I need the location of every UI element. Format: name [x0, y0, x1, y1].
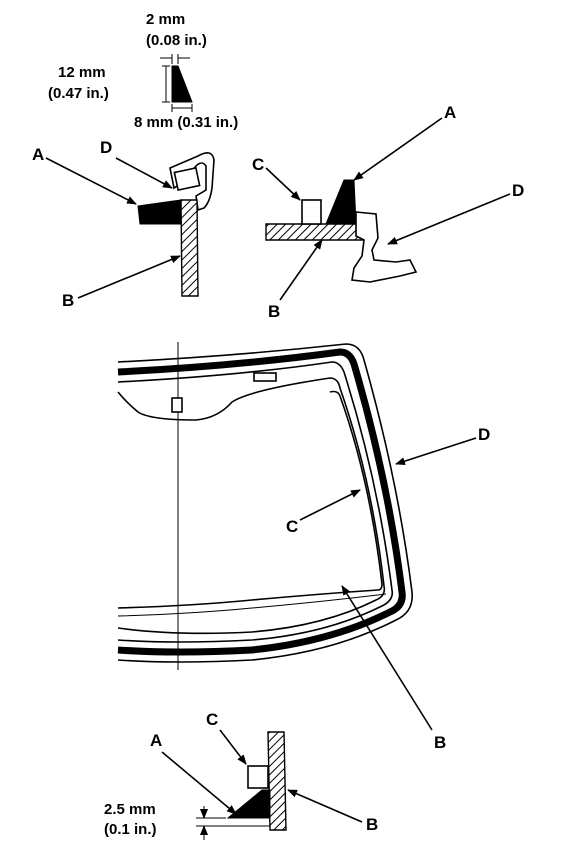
section-view-left: A D B	[32, 138, 215, 310]
dam-a-left	[137, 199, 182, 225]
windshield-main-view: D C B	[117, 342, 490, 752]
dam-dimension-detail: 2 mm (0.08 in.) 12 mm (0.47 in.) 8 mm (0…	[48, 11, 238, 131]
molding-d-right	[351, 211, 418, 283]
label-d: D	[478, 425, 490, 444]
dam-a-bottom	[226, 789, 271, 819]
label-a: A	[150, 731, 162, 750]
glass-b-bottom	[267, 731, 287, 831]
label-c: C	[286, 517, 298, 536]
gap-mm-label: 2.5 mm	[104, 801, 156, 818]
height-mm-label: 12 mm	[58, 64, 106, 81]
molding-d-left	[169, 152, 215, 212]
section-view-bottom: 2.5 mm (0.1 in.) C A B	[104, 710, 378, 840]
spacer-c-right	[301, 199, 322, 225]
dam-c-line	[117, 390, 383, 609]
label-c: C	[252, 155, 264, 174]
spacer-c-bottom	[247, 765, 269, 789]
molding-d-outline	[117, 343, 413, 663]
label-b: B	[434, 733, 446, 752]
label-a: A	[32, 145, 44, 164]
label-b: B	[62, 291, 74, 310]
gap-in-label: (0.1 in.)	[104, 821, 157, 838]
dam-profile-shape	[171, 65, 193, 103]
body-opening-band	[117, 348, 406, 656]
top-width-in-label: (0.08 in.)	[146, 32, 207, 49]
label-d: D	[512, 181, 524, 200]
dam-a-right	[325, 179, 357, 225]
label-c: C	[206, 710, 218, 729]
top-width-mm-label: 2 mm	[146, 11, 185, 28]
height-in-label: (0.47 in.)	[48, 85, 109, 102]
label-b: B	[268, 302, 280, 321]
label-b: B	[366, 815, 378, 834]
base-width-label: 8 mm (0.31 in.)	[134, 114, 238, 131]
label-d: D	[100, 138, 112, 157]
glass-b-right	[265, 223, 369, 241]
glass-b-left	[180, 199, 199, 297]
label-a: A	[444, 103, 456, 122]
section-view-right: C A D B	[252, 103, 524, 321]
